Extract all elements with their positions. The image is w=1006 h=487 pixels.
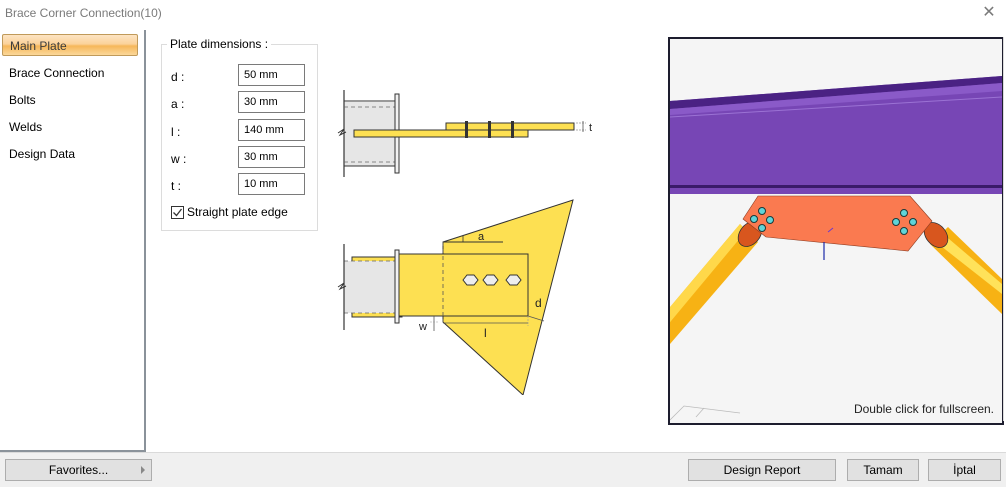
- 3d-preview-viewport[interactable]: Double click for fullscreen.: [668, 37, 1004, 425]
- window-title: Brace Corner Connection(10): [5, 6, 162, 20]
- plate-dimensions-title: Plate dimensions :: [167, 37, 272, 51]
- t-input[interactable]: [238, 173, 305, 195]
- fullscreen-hint: Double click for fullscreen.: [853, 402, 994, 416]
- l-input[interactable]: [238, 119, 305, 141]
- t-dimension-label: t: [589, 122, 592, 134]
- plan-view: a d w l: [337, 199, 574, 395]
- a-dimension-label: a: [478, 231, 485, 243]
- t-label: t :: [171, 179, 182, 193]
- ok-button[interactable]: Tamam: [847, 459, 919, 481]
- close-icon[interactable]: ✕: [982, 4, 996, 21]
- l-label: l :: [171, 125, 181, 139]
- dialog-content: Main Plate Brace Connection Bolts Welds …: [0, 28, 1006, 453]
- submenu-arrow-icon: [141, 466, 145, 474]
- w-label: w :: [171, 152, 187, 166]
- a-input[interactable]: [238, 91, 305, 113]
- checkbox-checked-icon[interactable]: [171, 205, 184, 219]
- straight-plate-edge-label: Straight plate edge: [187, 205, 288, 219]
- sidebar-item-bolts[interactable]: Bolts: [9, 93, 36, 107]
- d-label: d :: [171, 70, 185, 84]
- straight-plate-edge-checkbox[interactable]: Straight plate edge: [171, 205, 288, 219]
- design-report-button[interactable]: Design Report: [688, 459, 836, 481]
- side-view: t: [337, 90, 592, 177]
- d-dimension-label: d: [535, 296, 542, 310]
- 3d-model-render: [670, 76, 1002, 421]
- favorites-label: Favorites...: [48, 463, 109, 477]
- title-bar: Brace Corner Connection(10) ✕: [0, 0, 1006, 28]
- w-dimension-label: w: [418, 321, 427, 333]
- sidebar-item-design-data[interactable]: Design Data: [9, 147, 76, 161]
- sidebar-item-main-plate[interactable]: Main Plate: [2, 34, 138, 56]
- favorites-button[interactable]: Favorites...: [5, 459, 152, 481]
- sidebar-item-brace-connection[interactable]: Brace Connection: [9, 66, 105, 80]
- cancel-button[interactable]: İptal: [928, 459, 1001, 481]
- sidebar-item-welds[interactable]: Welds: [9, 120, 43, 134]
- d-input[interactable]: [238, 64, 305, 86]
- l-dimension-label: l: [484, 326, 487, 340]
- w-input[interactable]: [238, 146, 305, 168]
- panel-edge: [1003, 37, 1004, 421]
- plate-dimension-diagram: t a d w l: [337, 90, 592, 395]
- plate-dimensions-group: Plate dimensions : d : a : l : w : t : S…: [161, 37, 318, 231]
- a-label: a :: [171, 97, 185, 111]
- sidebar: Main Plate Brace Connection Bolts Welds …: [0, 30, 146, 452]
